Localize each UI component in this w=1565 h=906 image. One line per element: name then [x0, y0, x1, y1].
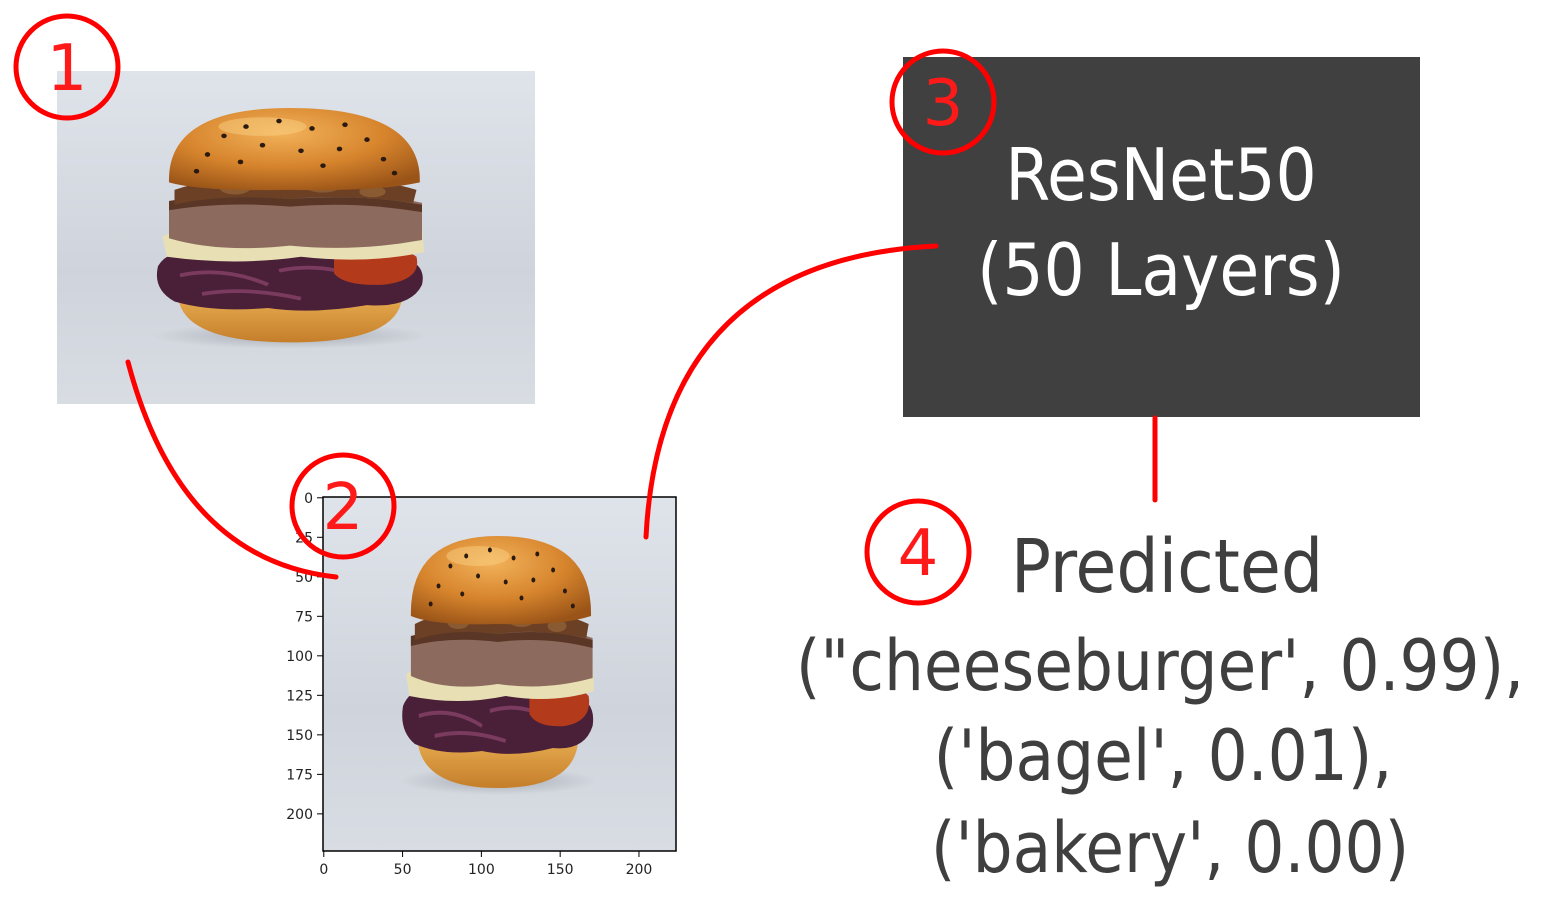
connector-2-to-3: [643, 243, 939, 540]
x-tick-label: 200: [626, 862, 653, 878]
step-markers: 1 2 3 4: [13, 13, 997, 606]
step-1-marker: 1: [13, 13, 121, 121]
step-2-label: 2: [323, 471, 364, 545]
connectors: [125, 243, 1158, 580]
prediction-block: Predicted ("cheeseburger', 0.99), ('bage…: [796, 524, 1524, 889]
model-box: ResNet50 (50 Layers): [903, 57, 1420, 417]
step-1-label: 1: [47, 32, 88, 106]
step-4-marker: 4: [864, 498, 972, 606]
model-name: ResNet50: [1005, 133, 1316, 217]
y-tick-label: 200: [286, 807, 313, 823]
original-photo: [57, 71, 535, 404]
prediction-line-3: ('bakery', 0.00): [931, 807, 1409, 889]
y-tick-label: 100: [286, 649, 313, 665]
x-tick-label: 100: [468, 862, 495, 878]
prediction-heading: Predicted: [1011, 524, 1323, 610]
connector-1-to-2: [125, 359, 339, 580]
step-2-marker: 2: [289, 452, 397, 560]
model-layers: (50 Layers): [977, 228, 1345, 312]
x-tick-label: 50: [394, 862, 412, 878]
step-3-label: 3: [923, 67, 964, 141]
prediction-line-2: ('bagel', 0.01),: [934, 715, 1393, 797]
y-tick-label: 75: [295, 609, 313, 625]
x-tick-label: 0: [319, 862, 328, 878]
prediction-line-1: ("cheeseburger', 0.99),: [796, 625, 1524, 707]
y-tick-label: 175: [286, 767, 313, 783]
y-tick-label: 150: [286, 728, 313, 744]
step-3-marker: 3: [889, 48, 997, 156]
x-tick-label: 150: [547, 862, 574, 878]
step-4-label: 4: [898, 517, 939, 591]
y-tick-label: 125: [286, 688, 313, 704]
y-tick-label: 0: [304, 491, 313, 507]
